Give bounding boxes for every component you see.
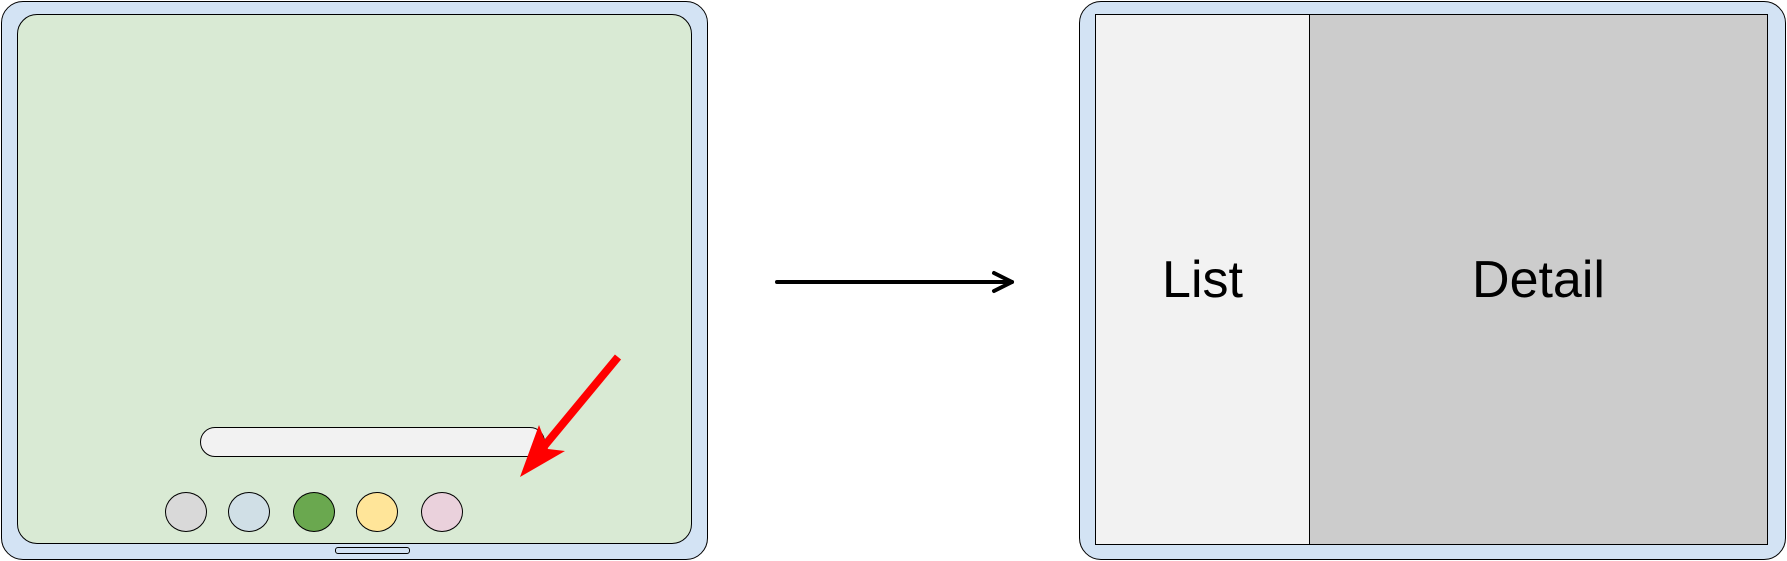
home-screen bbox=[17, 14, 692, 554]
green-app-icon[interactable] bbox=[293, 492, 335, 532]
right-arrow-icon bbox=[775, 271, 1014, 293]
detail-label: Detail bbox=[1472, 250, 1605, 309]
blue-gray-app-icon[interactable] bbox=[228, 492, 270, 532]
list-detail-screen: List Detail bbox=[1095, 14, 1768, 545]
list-pane[interactable]: List bbox=[1096, 15, 1310, 544]
red-arrow-icon bbox=[520, 354, 622, 477]
home-indicator[interactable] bbox=[335, 547, 410, 554]
search-bar[interactable] bbox=[200, 427, 545, 457]
yellow-app-icon[interactable] bbox=[356, 492, 398, 532]
pink-app-icon[interactable] bbox=[421, 492, 463, 532]
gray-app-icon[interactable] bbox=[165, 492, 207, 532]
list-label: List bbox=[1162, 250, 1243, 309]
detail-pane[interactable]: Detail bbox=[1310, 15, 1767, 544]
